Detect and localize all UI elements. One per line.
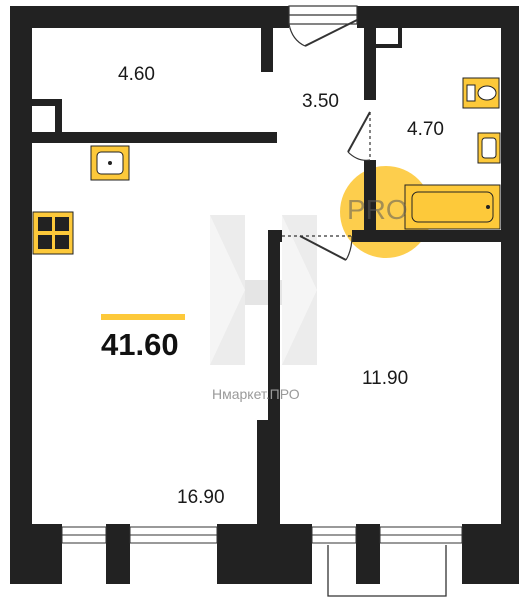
total-area-bar <box>101 314 185 320</box>
bathroom-sink <box>477 132 501 164</box>
room-area-16-90: 16.90 <box>177 487 225 508</box>
bathtub <box>404 184 501 230</box>
kitchen-sink <box>90 145 130 181</box>
walls <box>10 6 519 584</box>
room-area-11-90: 11.90 <box>362 368 409 389</box>
total-area: 41.60 <box>101 327 179 362</box>
watermark-logo <box>210 215 317 365</box>
room-area-3-50: 3.50 <box>302 91 339 112</box>
room-area-4-60: 4.60 <box>118 64 155 85</box>
bedroom-door <box>282 235 353 261</box>
toilet <box>462 77 500 109</box>
stove <box>32 211 74 255</box>
bathroom-door <box>347 111 371 161</box>
room-area-4-70: 4.70 <box>407 119 444 140</box>
windows <box>61 526 463 544</box>
entrance-door <box>288 5 358 47</box>
watermark-badge-text: PRO <box>347 194 408 225</box>
balcony <box>327 545 447 597</box>
watermark-text: Нмаркет.ПРО <box>212 386 300 402</box>
